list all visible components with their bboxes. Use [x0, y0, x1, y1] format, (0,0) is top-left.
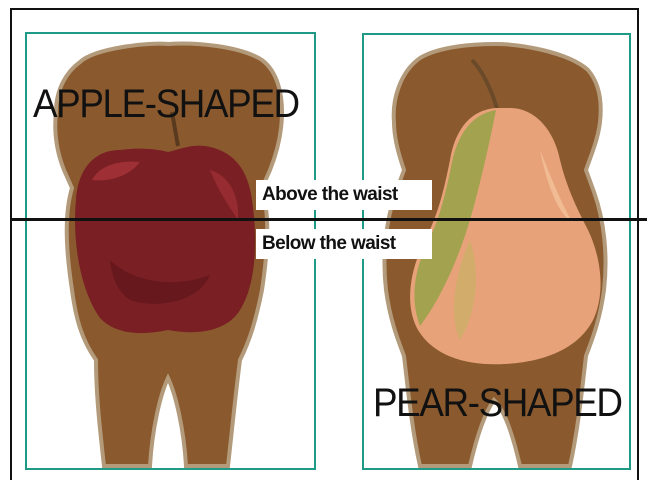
apple-shaped-label: APPLE-SHAPED: [33, 84, 299, 124]
below-waist-label: Below the waist: [256, 229, 432, 259]
waist-line: [10, 218, 647, 221]
pear-shaped-label: PEAR-SHAPED: [373, 383, 622, 423]
above-waist-label: Above the waist: [256, 180, 432, 210]
